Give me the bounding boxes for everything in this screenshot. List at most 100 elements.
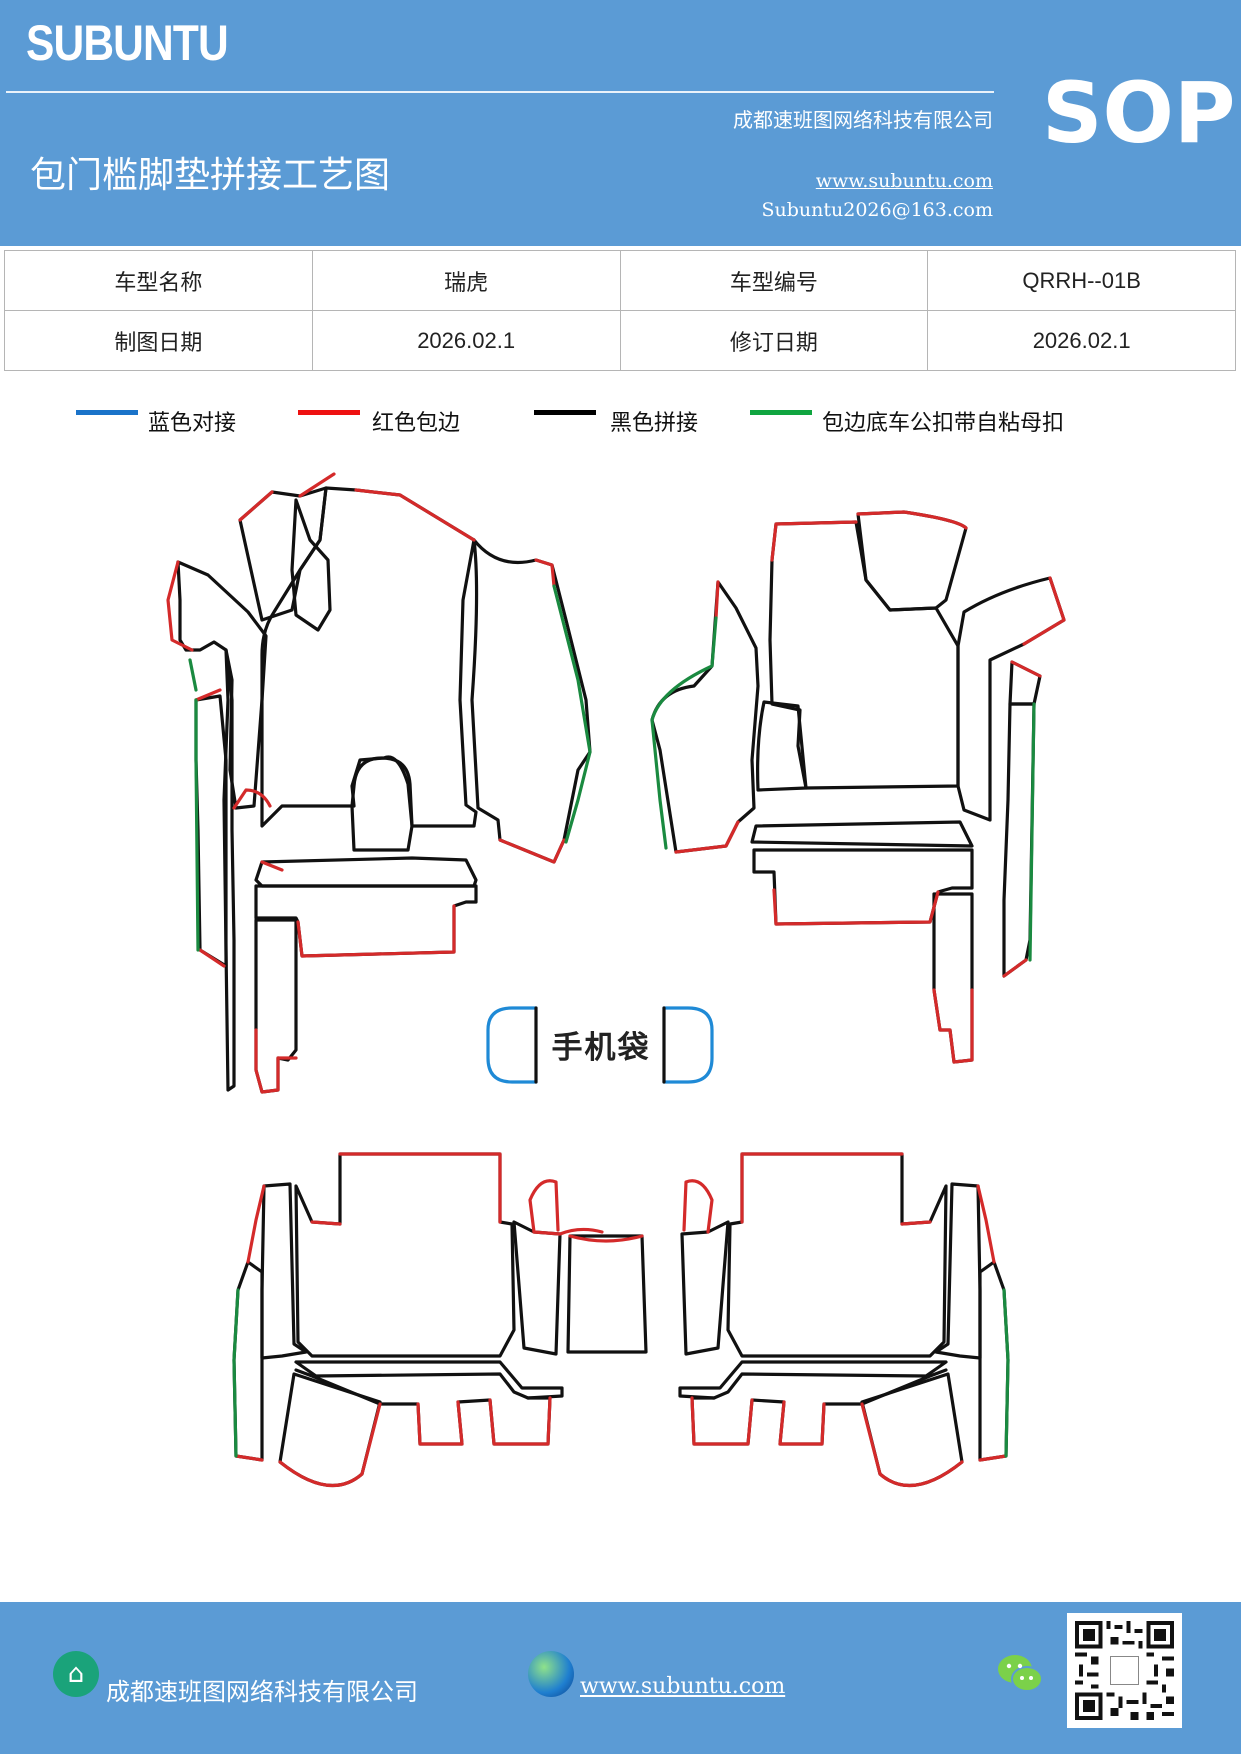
rr-wedge [860,1372,964,1488]
model-name-value: 瑞虎 [311,250,621,311]
mat-edge-g [1028,702,1036,962]
mat-edge-r [1002,958,1028,978]
mat-edge-r [232,788,272,810]
mat-edge-g [232,1288,240,1458]
fr-left-side [650,580,760,854]
revise-date-label: 修订日期 [619,310,929,371]
mat-edge-r [488,1396,552,1446]
rl-bottom [294,1368,552,1446]
rr-floor [678,1360,948,1400]
mat-edge-r [772,888,940,926]
mat-edge-r [278,1402,382,1488]
fl-phone-dome [350,756,414,852]
mat-edge-r [534,558,556,588]
mat-edge-r [398,493,476,542]
mat-edge-r [354,488,402,497]
document-title: 包门槛脚垫拼接工艺图 [30,155,391,196]
fr-right-flap [956,576,1066,822]
mat-edge-r [856,510,968,530]
legend-label: 红色包边 [372,411,461,436]
header-email: Subuntu2026@163.com [761,199,993,221]
mat-edge-r [978,1454,1008,1462]
fl-right-inner [470,538,592,864]
mat-edge-g [194,698,200,952]
legend-swatch-green [750,410,812,415]
header-banner: SUBUNTU SOP 成都速班图网络科技有限公司 包门槛脚垫拼接工艺图 www… [0,0,1241,246]
sop-label: SOP [1042,64,1236,162]
legend-swatch-red [298,410,360,415]
footer-company: 成都速班图网络科技有限公司 [106,1678,418,1706]
rr-inner-strip [680,1220,730,1356]
floor-mat-diagram: 手机袋 [166,472,1066,1488]
pocket-left-tab [486,1006,538,1084]
model-code-label: 车型编号 [619,250,929,311]
mat-edge-r [932,988,974,1064]
brand-logo: SUBUNTU [26,15,229,71]
fl-side-tall [194,694,228,968]
mat-edge-r [770,520,858,562]
mat-edge-r [690,1396,754,1446]
table-row: 制图日期 2026.02.1 修订日期 2026.02.1 [4,310,1236,371]
mat-edge-r [674,820,740,854]
revise-date-value: 2026.02.1 [927,310,1236,371]
mat-edge-r [900,1220,932,1226]
mat-edge-r [976,1184,996,1264]
mat-edge-r [194,688,222,702]
footer-website-link[interactable]: www.subuntu.com [580,1674,786,1699]
mat-edge-r [254,1028,298,1094]
mat-edge-r [296,904,456,958]
rear-right-mat [678,1152,1010,1488]
mat-edge-g [1002,1288,1010,1458]
model-name-label: 车型名称 [4,250,313,311]
mat-edge-r [568,1234,644,1243]
rr-main [726,1152,948,1358]
fr-bottom-leg [932,892,974,1064]
fl-bottom-bar [254,856,478,888]
rl-wedge [278,1372,382,1488]
legend-label: 包边底车公扣带自粘母扣 [822,411,1065,436]
legend-swatch-black [534,410,596,415]
mat-edge-r [310,1220,342,1226]
rl-main [294,1152,516,1358]
rl-floor [294,1360,564,1400]
mat-edge-r [528,1179,560,1234]
fl-upper-flap [238,486,328,622]
mat-edge-r [860,1402,964,1488]
mat-edge-r [532,1227,604,1236]
mat-edge-r [682,1179,714,1234]
info-table: 车型名称 瑞虎 车型编号 QRRH--01B 制图日期 2026.02.1 修订… [4,250,1236,371]
legend-swatch-blue [76,410,138,415]
draw-date-label: 制图日期 [4,310,313,371]
mat-edge-r [714,580,720,620]
table-row: 车型名称 瑞虎 车型编号 QRRH--01B [4,250,1236,311]
fr-bar [750,820,974,848]
rc-tunnel [566,1234,648,1354]
globe-icon [528,1651,574,1697]
fl-bottom-leg [254,918,298,1094]
mat-edge-g [552,584,592,844]
fl-left-side [176,560,268,810]
header-divider [6,91,994,93]
mat-edge-r [338,1152,502,1224]
front-right-mat [650,510,1066,1064]
phone-pocket: 手机袋 [486,1006,714,1084]
rl-inner-strip [512,1220,562,1356]
header-company: 成都速班图网络科技有限公司 [733,108,993,132]
building-icon: ⌂ [53,1651,99,1697]
legend-label: 黑色拼接 [610,411,699,436]
fr-inner-box [756,700,808,792]
legend-label: 蓝色对接 [148,411,237,436]
fr-lower-box [752,848,974,926]
rr-bottom [690,1368,948,1446]
header-website-link[interactable]: www.subuntu.com [815,170,993,192]
mat-edge-r [778,1400,826,1446]
mat-edge-r [246,1184,266,1264]
mat-edge-r [238,490,274,522]
mat-edge-r [498,838,566,864]
rear-center-piece [566,1234,648,1354]
front-left-mat [166,472,592,1094]
mat-edge-r [1010,660,1042,678]
rear-left-mat [232,1152,604,1488]
fl-inner-strip [290,498,332,632]
fr-upper-cap [856,510,968,612]
